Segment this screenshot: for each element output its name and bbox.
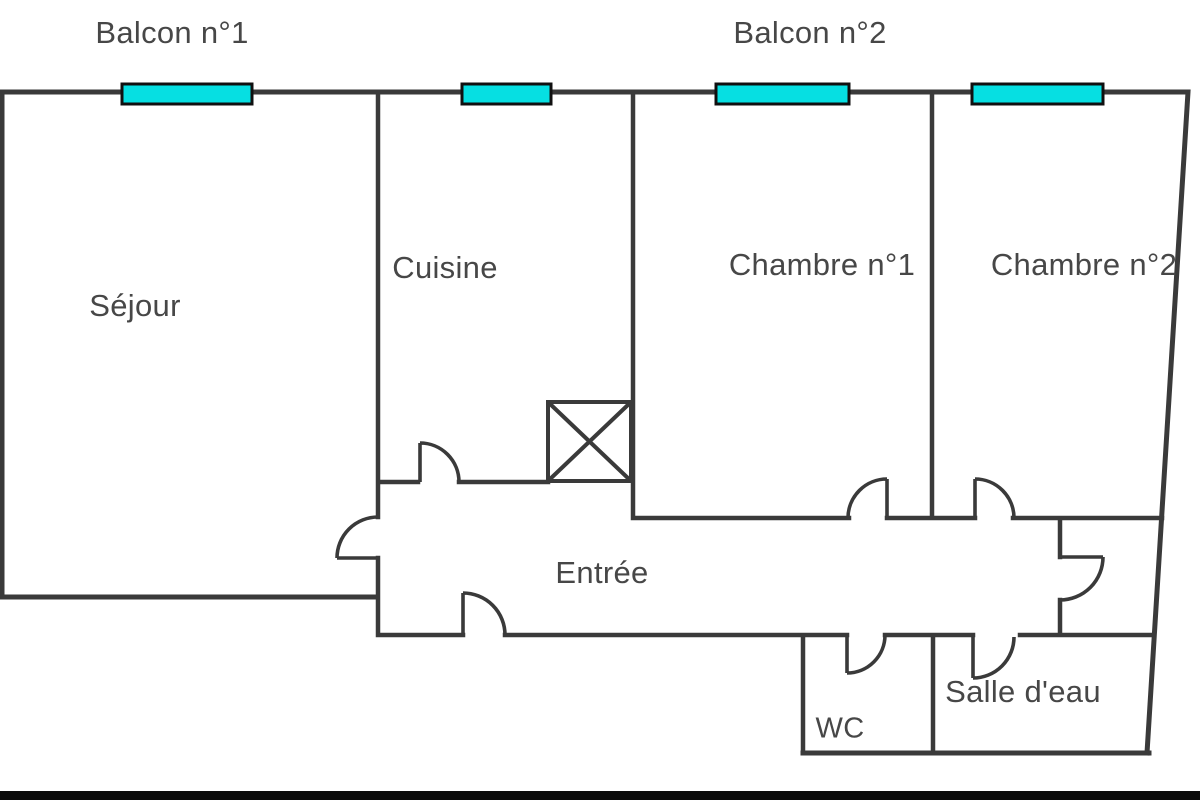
interior-walls — [375, 89, 1165, 756]
door-bedroom1-swing-icon — [846, 477, 889, 519]
door-kitchen — [418, 441, 461, 483]
door-bedroom1 — [846, 477, 889, 519]
label-balcony-1: Balcon n°1 — [95, 15, 249, 50]
door-wc — [845, 634, 887, 675]
door-entrance — [461, 591, 507, 636]
shaft-box — [546, 400, 633, 483]
label-entry: Entrée — [555, 555, 649, 590]
window-living-icon — [120, 82, 254, 106]
label-kitchen: Cuisine — [392, 250, 498, 285]
door-entrance-swing-icon — [461, 591, 507, 636]
door-shower — [971, 636, 1016, 680]
door-closet-swing-icon — [1059, 555, 1105, 602]
label-wc: WC — [815, 712, 865, 745]
window-bedroom2-icon — [970, 82, 1105, 106]
door-living — [335, 515, 379, 560]
windows — [120, 82, 1105, 106]
label-bedroom-2: Chambre n°2 — [990, 247, 1178, 282]
door-shower-swing-icon — [971, 636, 1016, 680]
window-kitchen-icon — [460, 82, 553, 106]
bottom-bar — [0, 791, 1200, 800]
door-closet — [1059, 555, 1105, 602]
door-bedroom2-swing-icon — [973, 477, 1016, 519]
door-wc-swing-icon — [845, 634, 887, 675]
outer-walls — [0, 89, 1191, 756]
shaft-box-cross-icon — [546, 400, 633, 483]
label-bedroom-1: Chambre n°1 — [728, 247, 916, 282]
door-kitchen-swing-icon — [418, 441, 461, 483]
door-bedroom2 — [973, 477, 1016, 519]
label-shower-room: Salle d'eau — [945, 674, 1101, 709]
door-living-swing-icon — [335, 515, 379, 560]
label-balcony-2: Balcon n°2 — [733, 15, 887, 50]
shaft-box-outline — [546, 400, 633, 483]
window-bedroom1-icon — [714, 82, 851, 106]
label-living-room: Séjour — [89, 288, 181, 323]
